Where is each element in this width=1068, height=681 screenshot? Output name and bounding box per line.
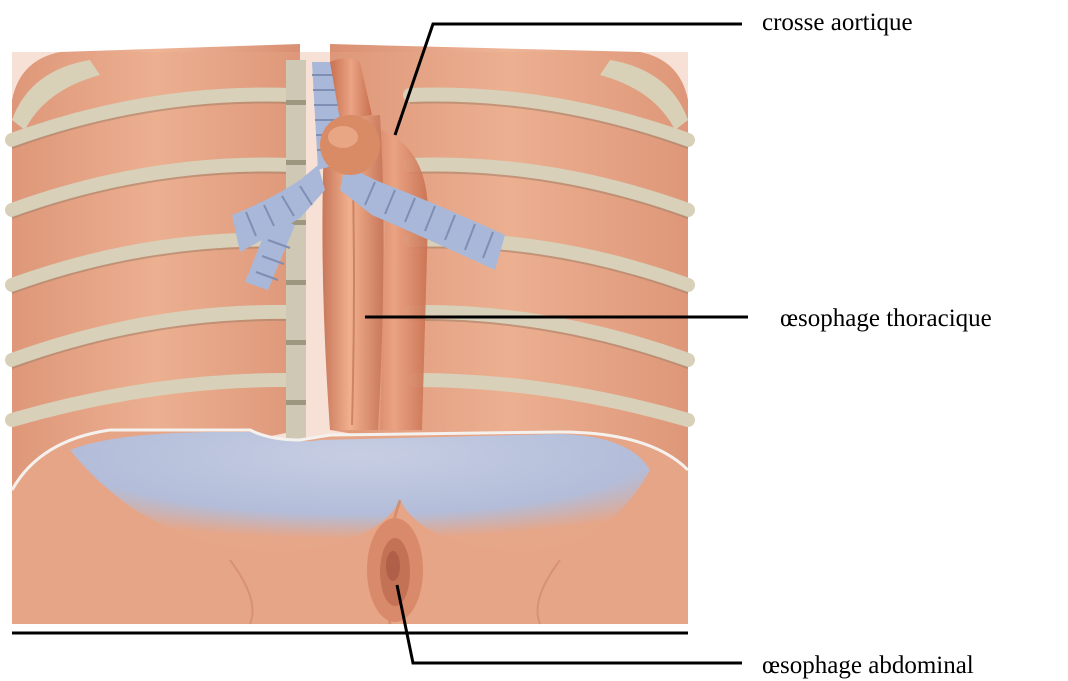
label-abdominal-esophagus: œsophage abdominal (762, 653, 974, 678)
spine (286, 60, 306, 440)
diaphragm (12, 430, 688, 624)
label-aortic-arch: crosse aortique (762, 10, 913, 35)
esophageal-hiatus (367, 518, 423, 622)
label-thoracic-esophagus: œsophage thoracique (780, 306, 992, 331)
